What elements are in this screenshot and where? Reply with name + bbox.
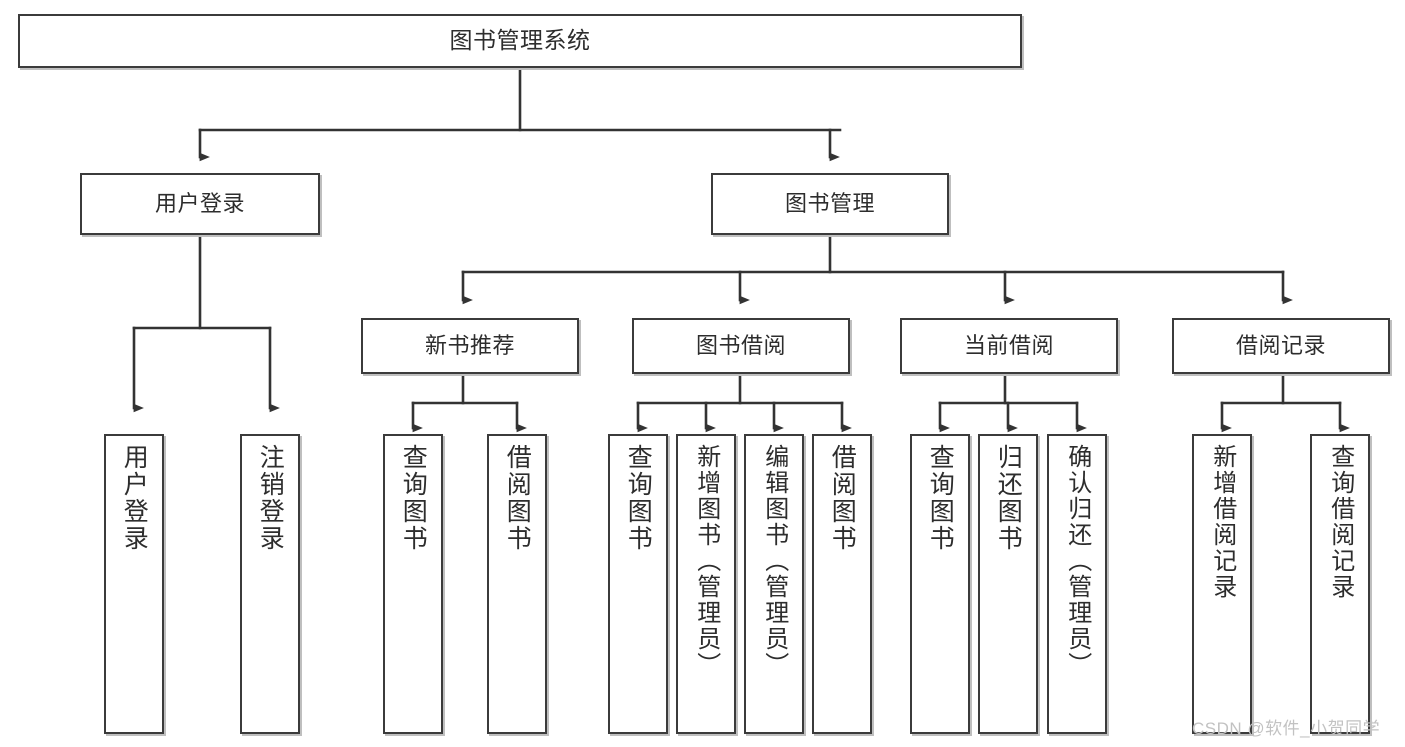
node-book-management[interactable]: 图书管理 xyxy=(711,173,949,235)
leaf-currentborrow-confirm-return-admin[interactable]: 确认归还（管理员） xyxy=(1047,434,1107,734)
node-label: 新书推荐 xyxy=(424,332,515,358)
node-label: 新增借阅记录 xyxy=(1208,444,1236,600)
leaf-bookborrow-borrow-book[interactable]: 借阅图书 xyxy=(812,434,872,734)
node-label: 图书借阅 xyxy=(695,332,786,358)
node-user-login[interactable]: 用户登录 xyxy=(80,173,320,235)
node-current-borrow[interactable]: 当前借阅 xyxy=(900,318,1118,374)
node-label: 编辑图书（管理员） xyxy=(760,444,788,678)
csdn-watermark: CSDN @软件_小贺同学 xyxy=(1192,719,1381,738)
leaf-bookborrow-add-book-admin[interactable]: 新增图书（管理员） xyxy=(676,434,736,734)
leaf-user-login-login[interactable]: 用户登录 xyxy=(104,434,164,734)
node-label: 借阅记录 xyxy=(1235,332,1326,358)
node-label: 查询图书 xyxy=(399,444,428,552)
leaf-borrowrecord-query-record[interactable]: 查询借阅记录 xyxy=(1310,434,1370,734)
node-label: 注销登录 xyxy=(256,444,285,552)
node-label: 当前借阅 xyxy=(963,332,1054,358)
node-label: 用户登录 xyxy=(120,444,149,552)
node-new-book-recommend[interactable]: 新书推荐 xyxy=(361,318,579,374)
node-label: 新增图书（管理员） xyxy=(692,444,720,678)
node-root-system[interactable]: 图书管理系统 xyxy=(18,14,1022,68)
node-book-borrow[interactable]: 图书借阅 xyxy=(632,318,850,374)
leaf-newbook-borrow-book[interactable]: 借阅图书 xyxy=(487,434,547,734)
node-label: 图书管理 xyxy=(784,190,875,216)
node-label: 图书管理系统 xyxy=(449,27,591,54)
node-label: 查询图书 xyxy=(624,444,653,552)
node-borrow-record[interactable]: 借阅记录 xyxy=(1172,318,1390,374)
leaf-currentborrow-query-book[interactable]: 查询图书 xyxy=(910,434,970,734)
leaf-borrowrecord-add-record[interactable]: 新增借阅记录 xyxy=(1192,434,1252,734)
node-label: 用户登录 xyxy=(154,190,245,216)
node-label: 归还图书 xyxy=(994,444,1023,552)
node-label: 确认归还（管理员） xyxy=(1063,444,1091,678)
node-label: 借阅图书 xyxy=(503,444,532,552)
leaf-user-login-logout[interactable]: 注销登录 xyxy=(240,434,300,734)
node-label: 查询图书 xyxy=(926,444,955,552)
leaf-currentborrow-return-book[interactable]: 归还图书 xyxy=(978,434,1038,734)
leaf-newbook-query-book[interactable]: 查询图书 xyxy=(383,434,443,734)
leaf-bookborrow-edit-book-admin[interactable]: 编辑图书（管理员） xyxy=(744,434,804,734)
node-label: 借阅图书 xyxy=(828,444,857,552)
leaf-bookborrow-query-book[interactable]: 查询图书 xyxy=(608,434,668,734)
node-label: 查询借阅记录 xyxy=(1326,444,1354,600)
